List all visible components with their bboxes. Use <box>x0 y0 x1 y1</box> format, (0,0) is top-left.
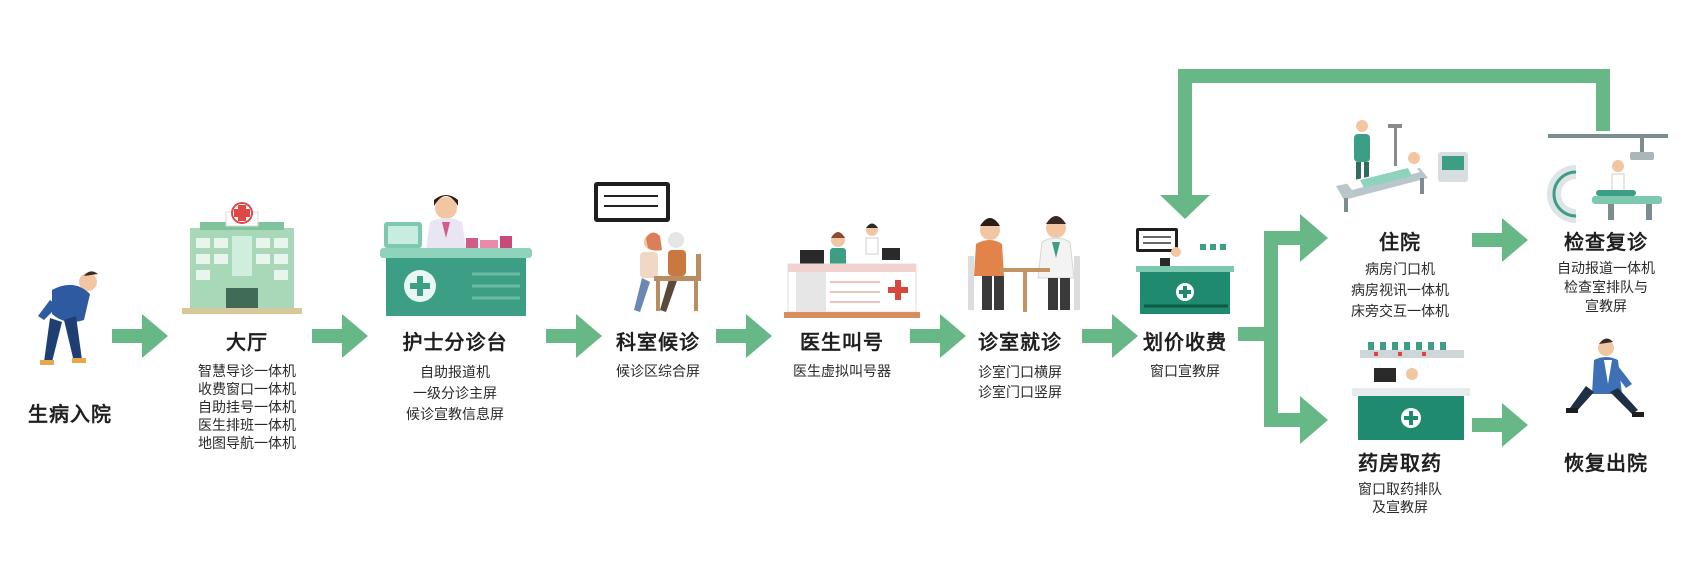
desc-line: 病房门口机 <box>1365 262 1435 278</box>
step-title-waiting: 科室候诊 <box>616 330 700 354</box>
desc-line: 地图导航一体机 <box>198 436 296 452</box>
step-title-review: 检查复诊 <box>1564 230 1648 254</box>
desc-line: 医生虚拟叫号器 <box>793 364 891 380</box>
consultation-icon <box>968 216 1080 312</box>
patient-back-pain-icon <box>38 271 98 365</box>
waiting-room-icon <box>594 182 701 312</box>
loop-back-arrow <box>1160 69 1610 219</box>
step-title-doctor-call: 医生叫号 <box>800 330 884 354</box>
step-desc-consult: 诊室门口横屏 诊室门口竖屏 <box>978 363 1062 403</box>
step-desc-inpatient: 病房门口机 病房视讯一体机 床旁交互一体机 <box>1351 260 1449 323</box>
desc-line: 病房视讯一体机 <box>1351 283 1449 299</box>
hospital-building-icon <box>182 202 302 314</box>
step-title-inpatient: 住院 <box>1379 230 1421 254</box>
desc-line: 诊室门口竖屏 <box>978 385 1062 401</box>
step-title-consult: 诊室就诊 <box>978 330 1062 354</box>
step-desc-doctor-call: 医生虚拟叫号器 <box>793 363 891 381</box>
desc-line: 诊室门口横屏 <box>978 365 1062 381</box>
arrow-6 <box>1082 314 1138 358</box>
step-desc-pharmacy: 窗口取药排队 及宣教屏 <box>1358 481 1442 517</box>
desc-line: 自助报道机 <box>420 365 490 381</box>
desc-line: 窗口宣教屏 <box>1150 364 1220 380</box>
arrow-2 <box>312 314 368 358</box>
desc-line: 及宣教屏 <box>1372 500 1428 516</box>
step-title-discharge: 恢复出院 <box>1564 451 1648 475</box>
hospital-bed-icon <box>1336 120 1468 212</box>
desc-line: 智慧导诊一体机 <box>198 364 296 380</box>
desc-line: 床旁交互一体机 <box>1351 304 1449 320</box>
billing-counter-icon <box>1136 228 1234 314</box>
step-desc-hall: 智慧导诊一体机 收费窗口一体机 自助挂号一体机 医生排班一体机 地图导航一体机 <box>198 363 296 453</box>
step-title-nurse-desk: 护士分诊台 <box>402 330 508 354</box>
desc-line: 医生排班一体机 <box>198 418 296 434</box>
step-title-billing: 划价收费 <box>1143 330 1227 354</box>
step-desc-waiting: 候诊区综合屏 <box>616 363 700 381</box>
step-desc-nurse-desk: 自助报道机 一级分诊主屏 候诊宣教信息屏 <box>406 363 504 426</box>
desc-line: 候诊区综合屏 <box>616 364 700 380</box>
step-title-hall: 大厅 <box>226 330 268 354</box>
arrow-4 <box>716 314 772 358</box>
step-title-patient: 生病入院 <box>28 402 112 426</box>
arrow-1 <box>112 314 168 358</box>
doctor-call-desk-icon <box>784 223 920 318</box>
desc-line: 宣教屏 <box>1585 299 1627 315</box>
step-desc-billing: 窗口宣教屏 <box>1150 363 1220 381</box>
desc-line: 自助挂号一体机 <box>198 400 296 416</box>
branch-arrow <box>1238 214 1328 444</box>
arrow-3 <box>546 314 602 358</box>
walking-man-icon <box>1566 338 1644 417</box>
desc-line: 收费窗口一体机 <box>198 382 296 398</box>
desc-line: 窗口取药排队 <box>1358 482 1442 498</box>
desc-line: 自动报道一体机 <box>1557 261 1655 277</box>
desc-line: 一级分诊主屏 <box>413 386 497 402</box>
arrow-inpatient-review <box>1472 218 1528 262</box>
step-title-pharmacy: 药房取药 <box>1358 451 1442 475</box>
step-desc-review: 自动报道一体机 检查室排队与 宣教屏 <box>1557 260 1655 317</box>
arrow-pharmacy-discharge <box>1472 403 1528 447</box>
arrow-5 <box>910 314 966 358</box>
desc-line: 候诊宣教信息屏 <box>406 407 504 423</box>
nurse-desk-icon <box>380 195 532 316</box>
desc-line: 检查室排队与 <box>1564 280 1648 296</box>
scanner-exam-icon <box>1547 134 1668 223</box>
pharmacy-counter-icon <box>1352 342 1470 440</box>
